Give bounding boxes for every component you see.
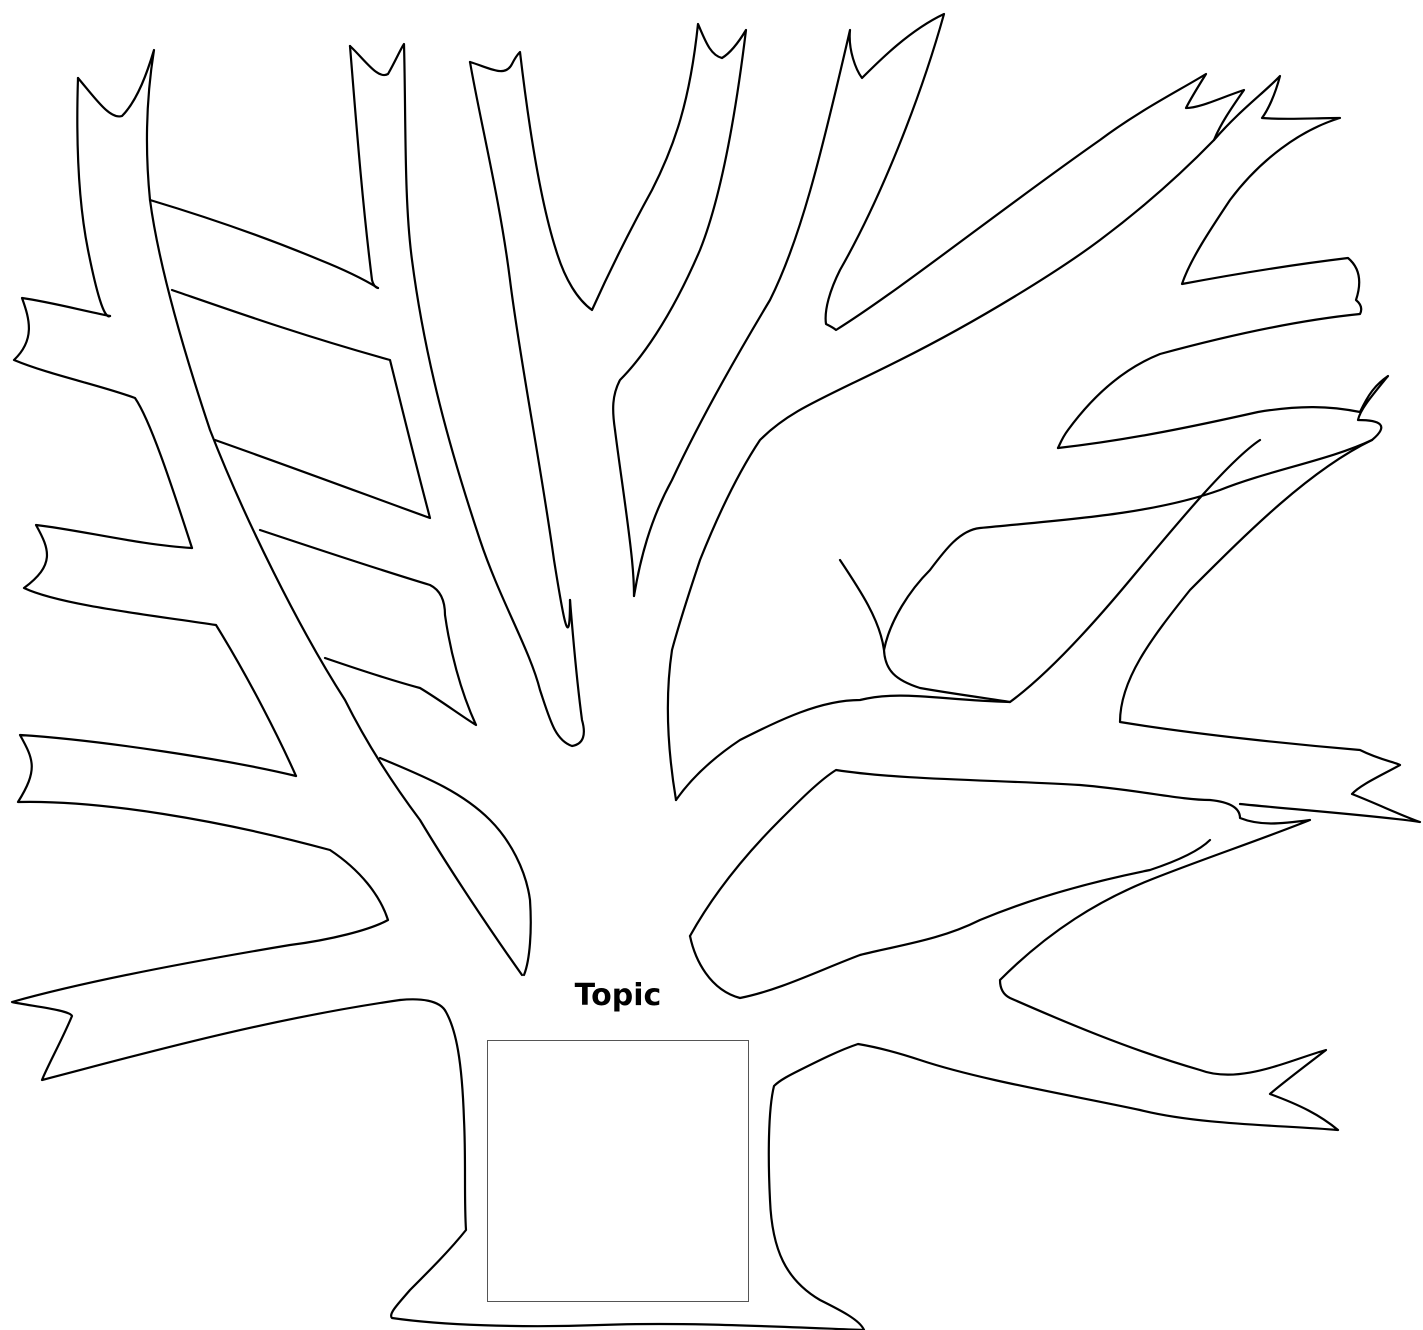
center-left-branch (350, 44, 584, 746)
right-branch-lower-loop (690, 840, 1210, 998)
cross-branch-2 (172, 290, 430, 518)
center-branch-inner (615, 430, 634, 596)
topic-answer-box[interactable] (487, 1040, 749, 1302)
right-branch-upper (1058, 76, 1361, 448)
center-branch (470, 24, 746, 430)
left-main-branch-outer (77, 78, 110, 316)
left-stub-branch-1 (14, 298, 192, 548)
cross-branch-1 (150, 200, 378, 288)
left-main-branch (78, 50, 522, 975)
left-stub-branch-3 (12, 735, 400, 1080)
center-branch-outer (470, 62, 570, 627)
right-branch-bottom (690, 770, 1338, 1330)
center-left-branch-outer (350, 46, 378, 288)
right-branch-left-arm (840, 560, 884, 650)
topic-label: Topic (548, 976, 688, 1016)
right-branch-inner-loop (884, 440, 1372, 702)
cross-branch-3 (260, 530, 476, 725)
trunk-inner-left (380, 758, 531, 975)
center-right-branch (634, 14, 1244, 800)
right-branch-lower (676, 696, 1010, 800)
